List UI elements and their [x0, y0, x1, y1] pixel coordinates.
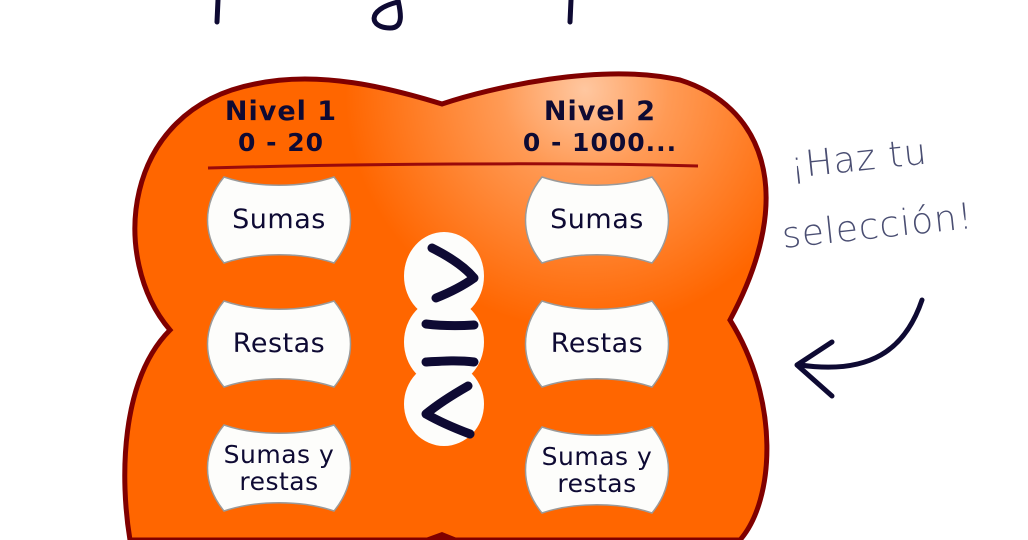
title-fragment	[567, 0, 574, 25]
button-label: Restas	[232, 328, 326, 360]
greater-than-icon	[427, 243, 479, 303]
title-fragment	[371, 0, 403, 31]
level-1-range: 0 - 20	[238, 128, 324, 157]
level-1-sumas-button[interactable]: Sumas	[206, 174, 352, 266]
level-1-title: Nivel 1	[224, 96, 338, 127]
button-label: Sumas	[550, 204, 644, 236]
button-label-line-2: restas	[557, 469, 637, 498]
less-than-icon	[421, 381, 475, 439]
level-2-restas-button[interactable]: Restas	[524, 298, 670, 390]
button-label-line-1: Sumas y	[223, 439, 335, 469]
button-label-line-2: restas	[239, 467, 319, 496]
level-2-sumas-button[interactable]: Sumas	[524, 174, 670, 266]
comparison-circle[interactable]	[404, 232, 484, 320]
level-2-title: Nivel 2	[543, 96, 657, 127]
scroll-badge-shape	[524, 426, 670, 514]
button-label-line-1: Sumas y	[541, 441, 653, 471]
equals-icon	[421, 319, 479, 331]
scroll-badge-shape	[206, 300, 352, 388]
scroll-badge-shape	[524, 176, 670, 264]
scroll-badge-shape	[206, 424, 352, 512]
header-divider	[207, 162, 699, 170]
level-2-range: 0 - 1000...	[522, 128, 678, 157]
curved-arrow-left-icon	[794, 297, 925, 399]
scroll-badge-shape	[524, 300, 670, 388]
title-fragment	[214, 0, 221, 25]
scroll-badge-shape	[206, 176, 352, 264]
button-label: Restas	[550, 328, 644, 360]
level-1-restas-button[interactable]: Restas	[206, 298, 352, 390]
comparison-symbols[interactable]	[398, 228, 490, 448]
button-label: Sumas	[232, 204, 326, 236]
